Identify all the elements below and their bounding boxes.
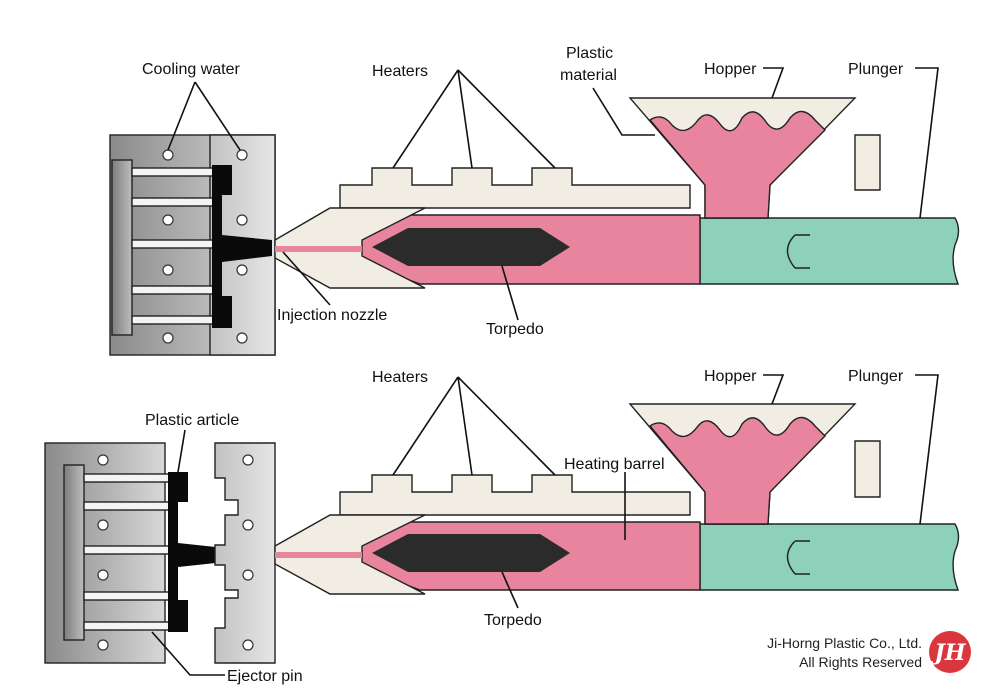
top-plastic-article [212, 165, 272, 328]
bottom-ejector-pin [83, 621, 171, 631]
bottom-plastic-article [168, 472, 225, 632]
top-ejector-plate [111, 159, 133, 336]
bottom-ejector-plate [63, 464, 85, 641]
label-ejector-pin: Ejector pin [227, 668, 303, 685]
copyright-rights: All Rights Reserved [799, 654, 922, 670]
labels: Cooling water Heaters Plastic material H… [142, 45, 904, 685]
top-ejector-pin [131, 167, 215, 177]
label-torpedo-top: Torpedo [486, 321, 544, 338]
label-heaters-bottom: Heaters [372, 369, 428, 386]
top-torpedo [372, 228, 570, 266]
label-cooling-water: Cooling water [142, 61, 241, 78]
copyright-company: Ji-Horng Plastic Co., Ltd. [767, 635, 922, 651]
bottom-plastic-material [648, 416, 826, 525]
bottom-stationary-mold [214, 442, 276, 664]
label-plastic-material-1: Plastic [566, 45, 613, 62]
company-logo: JH [929, 631, 971, 673]
label-heating-barrel: Heating barrel [564, 456, 665, 473]
label-injection-nozzle: Injection nozzle [277, 307, 387, 324]
bottom-plunger [699, 523, 960, 591]
top-plastic-material [648, 110, 826, 219]
top-cooling-holes [162, 149, 248, 344]
label-plastic-article: Plastic article [145, 412, 239, 429]
bottom-mold [44, 442, 276, 664]
bottom-heater-housing [339, 474, 691, 516]
copyright-block: Ji-Horng Plastic Co., Ltd. All Rights Re… [767, 631, 971, 673]
bottom-torpedo [372, 534, 570, 572]
label-hopper-bottom: Hopper [704, 368, 757, 385]
bottom-assembly [44, 403, 960, 664]
label-plunger-top: Plunger [848, 61, 904, 78]
top-mold [109, 134, 276, 356]
label-plunger-bottom: Plunger [848, 368, 904, 385]
leader-lines [151, 67, 939, 676]
top-assembly [109, 97, 960, 356]
top-plunger [699, 217, 960, 285]
label-torpedo-bottom: Torpedo [484, 612, 542, 629]
label-plastic-material-2: material [560, 67, 617, 84]
logo-text: JH [930, 640, 966, 666]
label-heaters-top: Heaters [372, 63, 428, 80]
top-heater-housing [339, 167, 691, 209]
label-hopper-top: Hopper [704, 61, 757, 78]
